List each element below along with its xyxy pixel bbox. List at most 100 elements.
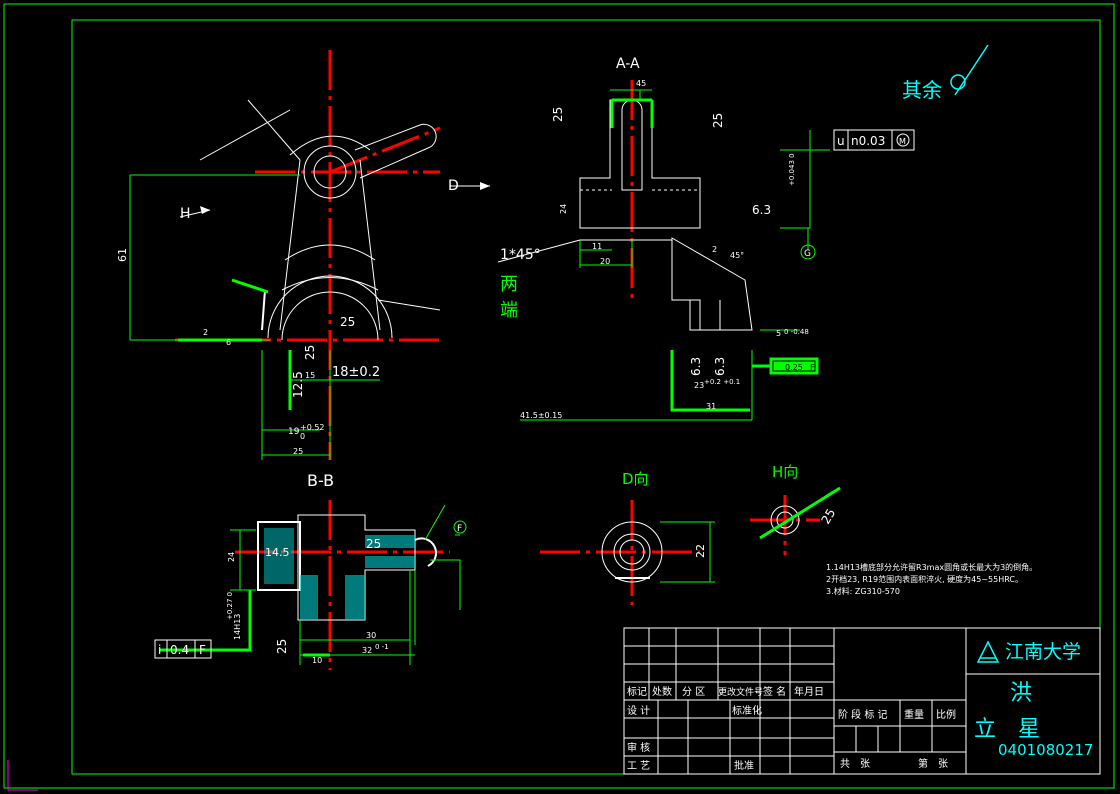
dim-20: 20 (600, 257, 610, 266)
gdt-flat-val: 0.4 (170, 643, 189, 657)
tb-h-standard: 标准化 (732, 704, 762, 717)
dim-2-aa: 2 (712, 245, 717, 254)
dim-45-top: 45 (636, 79, 646, 88)
dim-25-h: 25 (818, 506, 838, 526)
dim-45deg: 45° (730, 251, 744, 260)
view-title-bb: B-B (307, 471, 334, 490)
dim-19-tol: +0.52 (300, 423, 325, 432)
d-view (540, 500, 715, 605)
note-1: 1.14H13槽底部分允许留R3max圆角或长最大为3的倒角。 (826, 562, 1037, 572)
section-aa (520, 80, 830, 421)
dim-25-aa-right: 25 (711, 113, 725, 128)
dim-14-5: 14.5 (265, 546, 290, 559)
label-h-arrow: H (180, 206, 191, 222)
gdt-flatness-frame (154, 639, 212, 659)
tb-h-mark: 标记 (627, 686, 647, 698)
dim-6-3-c: 6.3 (713, 357, 727, 376)
dim-23-tol: +0.2 +0.1 (704, 378, 740, 386)
tb-h-stage: 阶 段 标 记 (838, 708, 888, 721)
main-view (129, 50, 490, 460)
dim-23: 23 (694, 381, 704, 390)
section-bb (160, 500, 467, 670)
label-both-ends-1: 两 (500, 274, 518, 295)
dim-25-main: 25 (340, 315, 355, 329)
dim-6-3-b: 6.3 (689, 357, 703, 376)
dim-32: 32 (362, 646, 372, 655)
dim-25-bb: 25 (366, 537, 381, 551)
ucs-axis-icon (7, 760, 38, 791)
note-3: 3.材料: ZG310-570 (826, 586, 900, 596)
sheet-border (3, 3, 1115, 789)
gdt-pos-val: 0.25 (785, 363, 803, 372)
tb-h-scale: 比例 (936, 708, 956, 721)
dim-5: 5 (776, 329, 781, 338)
dim-14h13: 14H13 (233, 614, 242, 640)
dim-10: 10 (312, 656, 322, 665)
gdt-pos-datum: F (810, 363, 815, 372)
dim-25-aa-left: 25 (551, 107, 565, 122)
gdt-position-frame (769, 357, 819, 375)
tb-h-sign: 签 名 (763, 685, 786, 698)
dim-12-5: 12.5 (291, 371, 305, 398)
dim-30: 30 (366, 631, 376, 640)
gdt-perpendicularity-frame (833, 129, 915, 151)
tb-h-weight: 重量 (904, 708, 924, 721)
tb-student-id: 0401080217 (998, 741, 1093, 759)
dim-14h13-tol: +0.27 0 (226, 592, 234, 620)
label-rest-finish: 其余 (902, 78, 942, 102)
note-2: 2开档23, R19范围内表面积淬火, 硬度为45~55HRC。 (826, 574, 1023, 584)
tb-h-review: 审 核 (627, 741, 650, 754)
tb-h-approve: 批准 (734, 759, 754, 772)
dim-24-bb: 24 (227, 552, 236, 562)
label-both-ends-2: 端 (500, 300, 518, 321)
tb-university: 江南大学 (1005, 641, 1081, 663)
dim-6: 6 (226, 338, 231, 347)
dim-31: 31 (706, 402, 716, 411)
university-logo-icon (976, 640, 1000, 663)
gdt-flat-sym: i (158, 643, 161, 657)
dim-11: 11 (592, 242, 602, 251)
h-view (750, 486, 841, 555)
dim-18: 18±0.2 (332, 365, 380, 380)
tb-name-1: 洪 (1010, 681, 1032, 706)
dim-bore-tol: +0.043 0 (788, 153, 796, 186)
tb-h-date: 年月日 (794, 685, 824, 698)
view-title-h: H向 (772, 463, 798, 481)
tb-h-zone: 分 区 (682, 686, 705, 698)
dim-19: 19 (288, 427, 300, 437)
rest-finish-symbol (950, 74, 966, 90)
gdt-perp-sym: u (837, 134, 845, 148)
dim-24-aa: 24 (559, 204, 568, 214)
dim-25-bb-b: 25 (275, 639, 289, 654)
drawing-frame (71, 19, 1101, 775)
title-block (623, 627, 1101, 775)
datum-f: F (457, 524, 462, 534)
dim-22: 22 (694, 544, 707, 558)
gdt-flat-datum: F (199, 643, 206, 657)
tb-h-design: 设 计 (627, 704, 650, 717)
dim-6-3-aa: 6.3 (752, 203, 771, 217)
tb-h-total: 共 张 (840, 758, 870, 770)
dim-25-main-b: 25 (303, 345, 317, 360)
tb-h-process: 工 艺 (627, 760, 650, 772)
dim-32-tol: 0 -1 (375, 643, 389, 651)
datum-g: G (804, 249, 811, 259)
dim-2: 2 (203, 328, 208, 337)
dim-25-bottom: 25 (293, 447, 303, 456)
dim-61: 61 (116, 248, 129, 262)
dim-15: 15 (305, 371, 315, 380)
dim-19-tol0: 0 (300, 432, 305, 441)
label-d-arrow: D (448, 178, 459, 194)
tb-h-sheet: 第 张 (918, 757, 948, 770)
dim-5-tol: 0 -0.48 (784, 328, 809, 336)
label-chamfer: 1*45° (500, 247, 541, 263)
gdt-perp-val: n0.03 (851, 134, 885, 148)
dim-41-5: 41.5±0.15 (520, 411, 562, 420)
view-title-d: D向 (622, 470, 649, 488)
tb-name-2: 立 星 (974, 717, 1040, 742)
view-title-aa: A-A (616, 56, 640, 72)
tb-h-count: 处数 (652, 685, 672, 698)
tb-h-docno: 更改文件号 (718, 686, 763, 698)
gdt-perp-mod: M (899, 137, 906, 146)
